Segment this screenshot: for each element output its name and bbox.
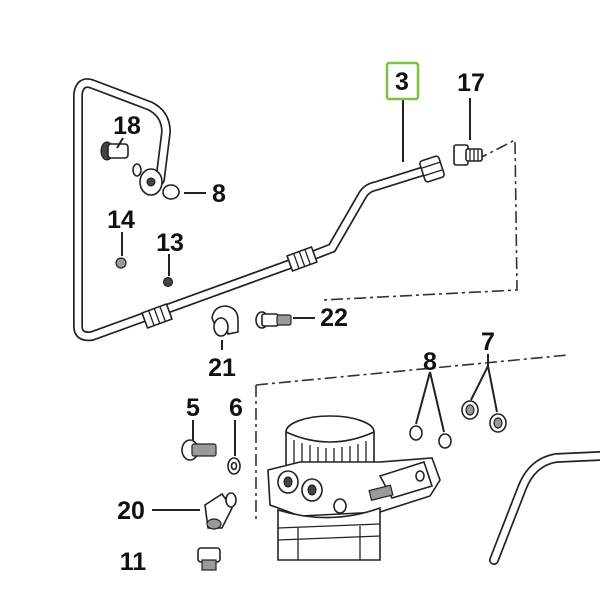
callout-22[interactable]: 22 [320, 304, 348, 332]
o-ring-18a [132, 163, 142, 177]
callout-3-highlight-box [385, 61, 420, 101]
fitting-11 [197, 547, 221, 571]
callout-5[interactable]: 5 [186, 394, 200, 422]
leader-lines [116, 98, 498, 511]
callout-3[interactable]: 3 [395, 68, 409, 96]
callout-6[interactable]: 6 [229, 394, 243, 422]
upper-boundary-line [322, 138, 518, 301]
callout-20[interactable]: 20 [117, 497, 145, 525]
plug-13 [163, 277, 173, 287]
fuel-filter-housing [267, 415, 441, 561]
callout-14[interactable]: 14 [107, 206, 135, 234]
washer-6 [227, 457, 241, 475]
callout-18[interactable]: 18 [113, 112, 141, 140]
fuel-pipe-loop [73, 78, 432, 342]
bolt-5 [181, 439, 217, 461]
callout-17[interactable]: 17 [457, 69, 485, 97]
callout-11[interactable]: 11 [120, 548, 147, 576]
callout-13[interactable]: 13 [156, 229, 184, 257]
pipe-nut [419, 155, 445, 183]
sensor-22 [255, 311, 292, 329]
elbow-fitting-20 [204, 492, 237, 530]
plugs-7 [461, 400, 507, 433]
callout-8-lower[interactable]: 8 [423, 348, 437, 376]
return-hose [489, 451, 600, 565]
plug-14 [115, 257, 127, 269]
clip-21 [211, 305, 239, 337]
pipe-sleeve-left [141, 303, 173, 329]
lower-boundary-line [255, 354, 569, 386]
fitting-17 [453, 144, 483, 166]
pipe-sleeve-right [286, 246, 318, 272]
o-rings-8-lower [409, 425, 452, 449]
callout-21[interactable]: 21 [208, 354, 236, 382]
callout-7[interactable]: 7 [481, 328, 495, 356]
callout-8-upper[interactable]: 8 [212, 180, 226, 208]
banjo-bolt-18 [100, 141, 129, 161]
banjo-fitting [139, 168, 163, 196]
o-ring-8-upper [162, 184, 180, 200]
